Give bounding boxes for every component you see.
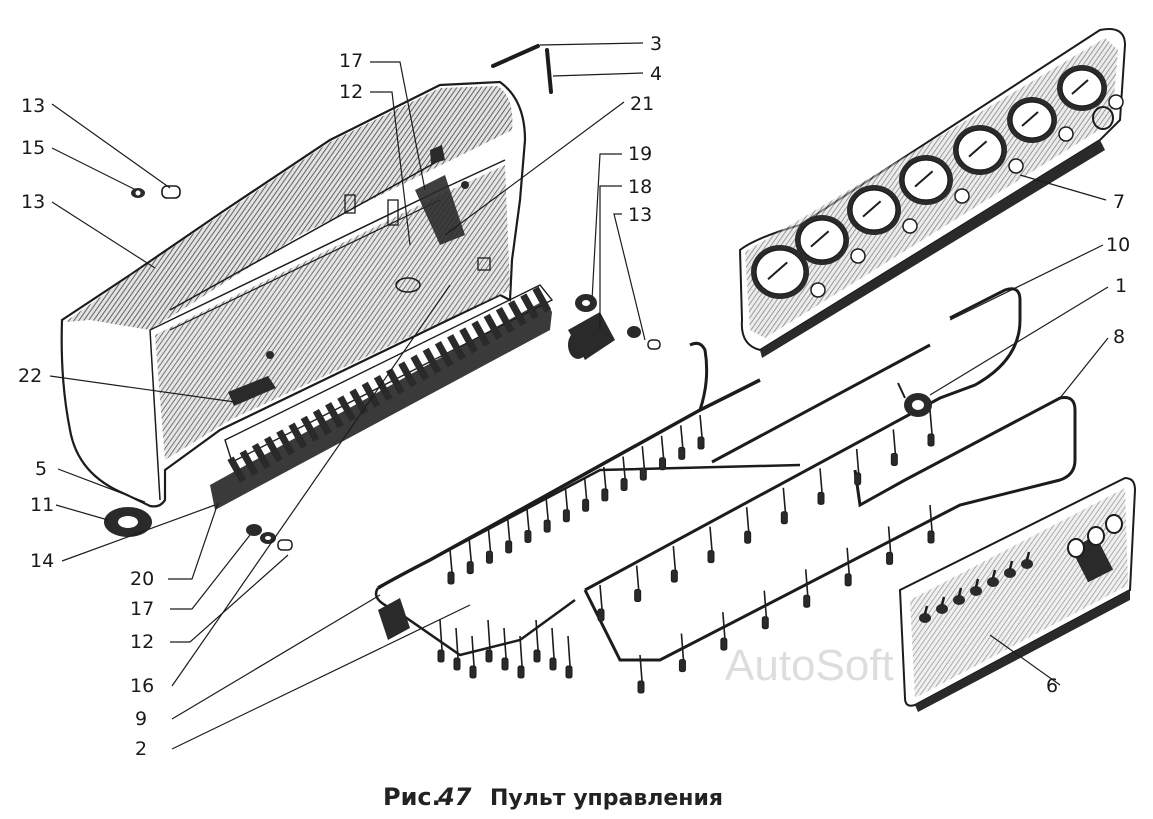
part-label: 11 bbox=[30, 494, 54, 516]
part-label: 3 bbox=[650, 33, 662, 55]
part-label: 13 bbox=[628, 204, 652, 226]
part-label: 12 bbox=[130, 631, 154, 653]
pins bbox=[491, 44, 553, 94]
part-label: 15 bbox=[21, 137, 45, 159]
part-label: 17 bbox=[339, 50, 363, 72]
instrument-panel bbox=[738, 28, 1127, 358]
watermark: AutoSoft bbox=[725, 641, 894, 690]
part-label: 19 bbox=[628, 143, 652, 165]
part-label: 7 bbox=[1113, 191, 1125, 213]
terminal-block bbox=[210, 284, 554, 510]
part-label: 14 bbox=[30, 550, 54, 572]
dashboard-housing bbox=[60, 80, 527, 508]
caption-number: 47 bbox=[437, 783, 472, 811]
misc-parts bbox=[378, 382, 932, 640]
part-label: 8 bbox=[1113, 326, 1125, 348]
part-label: 5 bbox=[35, 458, 47, 480]
part-label: 10 bbox=[1106, 234, 1130, 256]
part-label: 22 bbox=[18, 365, 42, 387]
part-label: 17 bbox=[130, 598, 154, 620]
part-label: 21 bbox=[630, 93, 654, 115]
switch-panel bbox=[898, 476, 1137, 712]
part-label: 18 bbox=[628, 176, 652, 198]
part-labels: 3 4 17 12 21 13 15 13 19 18 13 7 10 1 8 … bbox=[18, 33, 1130, 760]
part-label: 16 bbox=[130, 675, 154, 697]
part-label: 1 bbox=[1115, 275, 1127, 297]
wire-harness bbox=[374, 287, 1077, 694]
leader-lines bbox=[49, 42, 1109, 750]
lamp-socket bbox=[568, 294, 661, 360]
figure-caption: Рис. 47 Пульт управления bbox=[383, 783, 723, 811]
part-label: 12 bbox=[339, 81, 363, 103]
part-label: 4 bbox=[650, 63, 662, 85]
fasteners-left bbox=[104, 185, 293, 551]
part-label: 13 bbox=[21, 95, 45, 117]
part-label: 20 bbox=[130, 568, 154, 590]
part-label: 6 bbox=[1046, 675, 1058, 697]
part-label: 2 bbox=[135, 738, 147, 760]
part-label: 13 bbox=[21, 191, 45, 213]
caption-title: Пульт управления bbox=[490, 786, 723, 811]
part-label: 9 bbox=[135, 708, 147, 730]
caption-prefix: Рис. bbox=[383, 783, 441, 811]
